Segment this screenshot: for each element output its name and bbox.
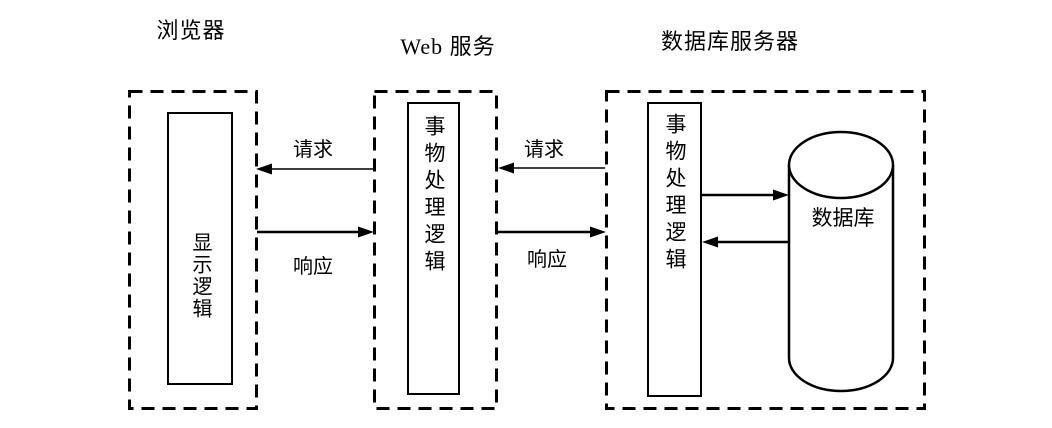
request-label-left: 请求 bbox=[293, 139, 333, 161]
arrow-logic-to-database bbox=[702, 189, 789, 201]
db-transaction-logic-box: 事物处理逻辑 bbox=[647, 102, 702, 397]
web-transaction-logic-box: 事物处理逻辑 bbox=[407, 102, 460, 395]
tier-title-web-server: Web 服务 bbox=[400, 34, 496, 59]
tier-title-browser: 浏览器 bbox=[156, 18, 226, 43]
browser-dashed-box bbox=[128, 90, 258, 410]
web-server-dashed-box bbox=[373, 90, 498, 410]
display-logic-box: 显示逻辑 bbox=[167, 112, 233, 385]
database-label: 数据库 bbox=[811, 206, 875, 230]
database-cylinder bbox=[787, 130, 895, 393]
database-server-dashed-box bbox=[605, 90, 926, 410]
web-transaction-logic-label: 事物处理逻辑 bbox=[422, 115, 446, 277]
arrow-request-db-to-web bbox=[498, 162, 605, 174]
db-transaction-logic-label: 事物处理逻辑 bbox=[663, 113, 687, 275]
arrow-database-to-logic bbox=[702, 236, 789, 248]
response-label-left: 响应 bbox=[293, 256, 333, 278]
arrow-response-browser-to-web bbox=[257, 226, 374, 238]
display-logic-label: 显示逻辑 bbox=[189, 232, 211, 320]
arrow-response-web-to-db bbox=[497, 226, 606, 238]
arrow-request-web-to-browser bbox=[256, 163, 373, 175]
tier-title-database-server: 数据库服务器 bbox=[660, 29, 799, 54]
request-label-right: 请求 bbox=[524, 139, 564, 161]
response-label-right: 响应 bbox=[527, 249, 567, 271]
